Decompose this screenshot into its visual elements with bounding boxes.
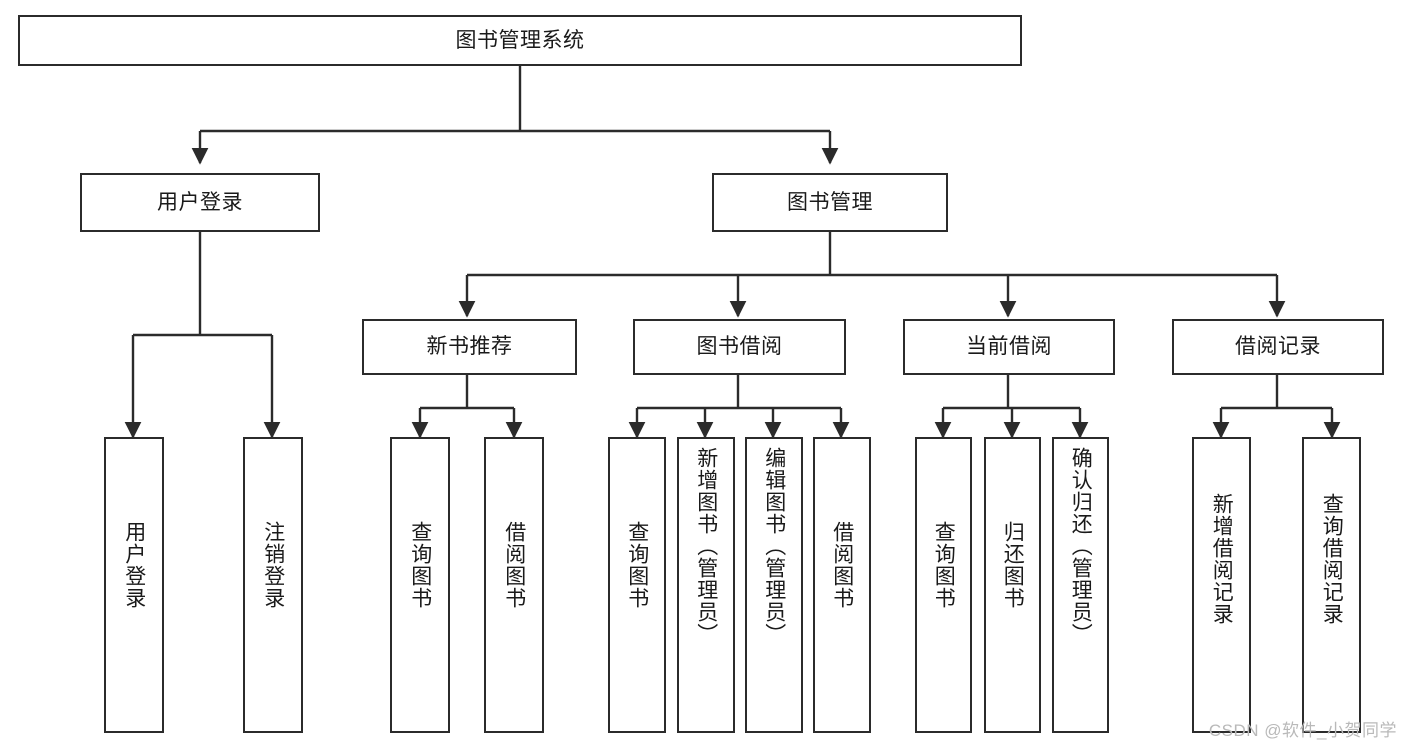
node-root-system[interactable]: 图书管理系统 [18, 15, 1022, 66]
node-label: 用户登录 [157, 190, 243, 214]
node-current-borrow[interactable]: 当前借阅 [903, 319, 1115, 375]
node-label: 确认归还（管理员） [1069, 447, 1093, 645]
node-label: 用户登录 [122, 521, 146, 609]
node-label: 图书管理系统 [455, 28, 585, 52]
node-label: 注销登录 [261, 521, 285, 609]
node-label: 编辑图书（管理员） [762, 447, 786, 645]
leaf-return-book[interactable]: 归还图书 [984, 437, 1041, 733]
leaf-query-book-recommend[interactable]: 查询图书 [390, 437, 450, 733]
node-label: 借阅图书 [830, 521, 854, 609]
leaf-query-book-current[interactable]: 查询图书 [915, 437, 972, 733]
node-label: 归还图书 [1001, 521, 1025, 609]
node-user-login[interactable]: 用户登录 [80, 173, 320, 232]
leaf-user-login[interactable]: 用户登录 [104, 437, 164, 733]
node-book-management[interactable]: 图书管理 [712, 173, 948, 232]
node-borrow-records[interactable]: 借阅记录 [1172, 319, 1384, 375]
leaf-borrow-book[interactable]: 借阅图书 [813, 437, 871, 733]
node-label: 查询图书 [932, 521, 956, 609]
leaf-borrow-book-recommend[interactable]: 借阅图书 [484, 437, 544, 733]
node-new-book-recommend[interactable]: 新书推荐 [362, 319, 577, 375]
leaf-add-book-admin[interactable]: 新增图书（管理员） [677, 437, 735, 733]
node-label: 借阅记录 [1235, 335, 1321, 359]
node-label: 查询图书 [625, 521, 649, 609]
node-label: 查询图书 [408, 521, 432, 609]
node-book-borrow[interactable]: 图书借阅 [633, 319, 846, 375]
node-label: 新书推荐 [426, 335, 513, 359]
leaf-edit-book-admin[interactable]: 编辑图书（管理员） [745, 437, 803, 733]
node-label: 图书管理 [787, 190, 873, 214]
node-label: 借阅图书 [502, 521, 526, 609]
node-label: 当前借阅 [966, 335, 1052, 359]
leaf-add-borrow-record[interactable]: 新增借阅记录 [1192, 437, 1251, 733]
leaf-query-borrow-record[interactable]: 查询借阅记录 [1302, 437, 1361, 733]
node-label: 查询借阅记录 [1320, 493, 1344, 625]
node-label: 新增借阅记录 [1210, 493, 1234, 625]
node-label: 新增图书（管理员） [694, 447, 718, 645]
leaf-query-book-borrow[interactable]: 查询图书 [608, 437, 666, 733]
leaf-logout-login[interactable]: 注销登录 [243, 437, 303, 733]
leaf-confirm-return-admin[interactable]: 确认归还（管理员） [1052, 437, 1109, 733]
node-label: 图书借阅 [696, 335, 783, 359]
